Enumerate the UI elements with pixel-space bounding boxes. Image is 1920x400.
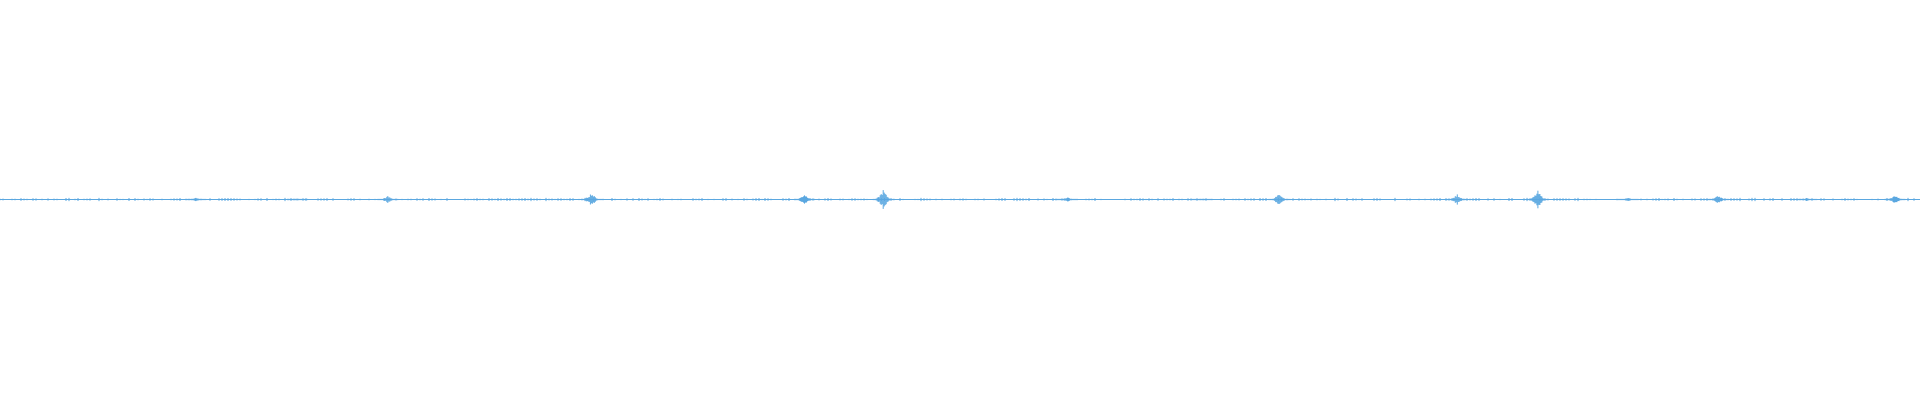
waveform-peak [185, 197, 207, 202]
waveform-peak [580, 194, 602, 205]
waveform-peak [377, 196, 399, 203]
waveform-peak [1884, 196, 1906, 203]
waveform-peak [794, 195, 815, 204]
waveform-peak [1796, 198, 1818, 201]
waveform-peak [1191, 198, 1213, 201]
waveform-peak [287, 198, 309, 201]
waveform-peak [1446, 194, 1468, 205]
waveform-peak [1527, 190, 1549, 209]
waveform-peaks [185, 190, 1906, 209]
waveform-peak [1268, 195, 1290, 204]
waveform-peak [872, 190, 894, 209]
waveform-peak [1617, 198, 1639, 201]
waveform-peak [1707, 196, 1729, 203]
waveform-peak [1057, 197, 1078, 202]
